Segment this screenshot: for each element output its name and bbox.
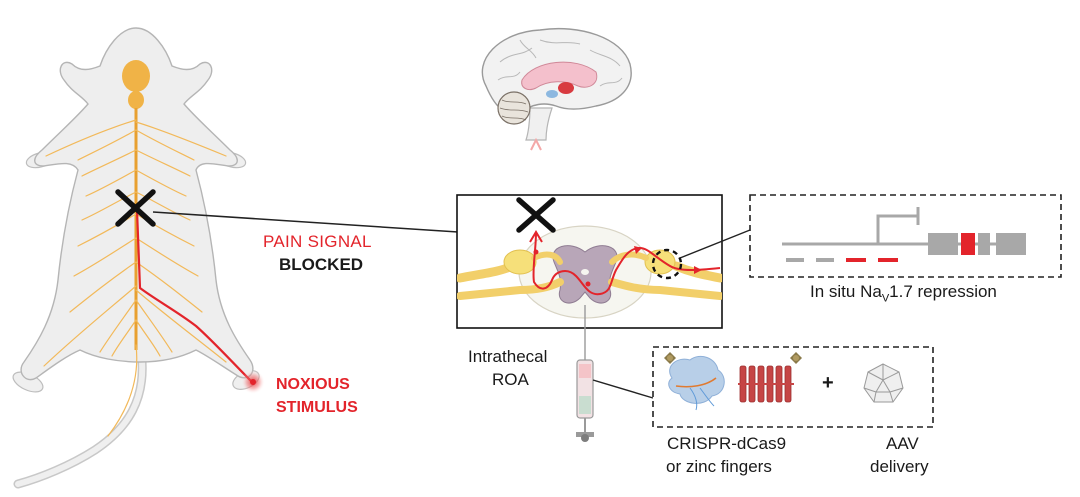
- zinc-repressor-domain-icon: [790, 352, 802, 364]
- plus-label: +: [822, 372, 834, 394]
- gene-construct: [782, 207, 1026, 262]
- syringe-to-reagent-connector: [592, 379, 654, 399]
- cord-block-x-icon: [516, 197, 556, 233]
- aav-capsid-icon: [863, 363, 904, 403]
- dcas9-protein-icon: [664, 352, 725, 411]
- rat-block-x-icon: [115, 189, 156, 227]
- aav-label: AAV: [886, 434, 919, 453]
- rat-to-cord-connector: [152, 211, 459, 233]
- delivery-label: delivery: [870, 457, 929, 476]
- rat-illustration: [12, 27, 265, 489]
- roa-label: ROA: [492, 370, 529, 389]
- repression-prefix: In situ Na: [810, 282, 882, 301]
- zinc-fingers-label: or zinc fingers: [666, 457, 772, 476]
- brain-illustration: [481, 27, 632, 196]
- zinc-finger-array-icon: [738, 365, 794, 403]
- circle-to-gene-connector: [679, 229, 751, 259]
- syringe-illustration: [576, 305, 594, 442]
- stimulus-label: STIMULUS: [276, 399, 358, 416]
- pain-signal-label: PAIN SIGNAL: [263, 232, 372, 251]
- repression-suffix: 1.7 repression: [889, 282, 997, 301]
- intrathecal-label: Intrathecal: [468, 347, 548, 366]
- spinal-cord-section: [457, 225, 722, 319]
- repression-label: In situ NaV1.7 repression: [810, 282, 997, 304]
- repression-subscript: V: [881, 292, 890, 305]
- blocked-label: BLOCKED: [279, 255, 364, 274]
- crispr-label: CRISPR-dCas9: [667, 434, 787, 453]
- noxious-label: NOXIOUS: [276, 376, 350, 393]
